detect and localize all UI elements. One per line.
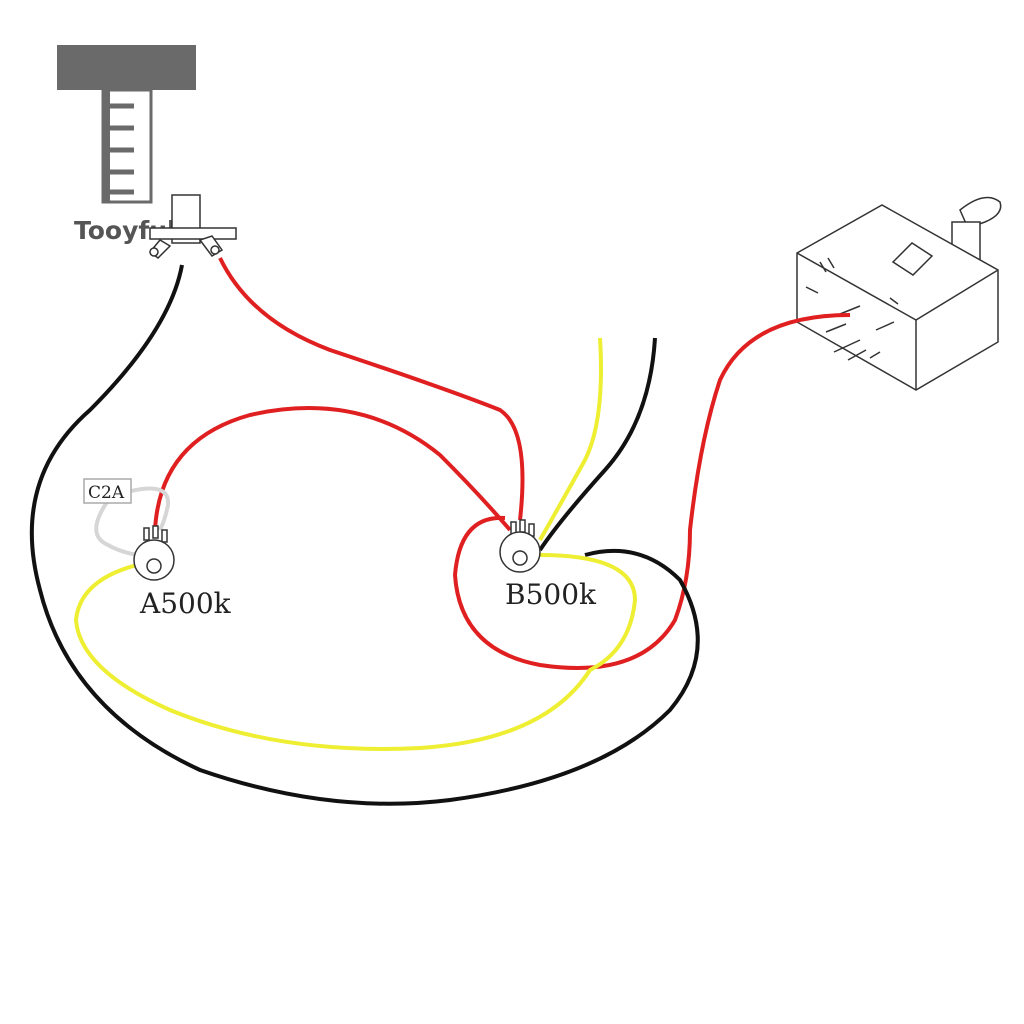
- potentiometer-icon: [499, 519, 541, 573]
- yellow-wire-tone-to-volume: [73, 553, 638, 751]
- capacitor-lead-left: [94, 500, 139, 557]
- red-wire-tone-to-switch: [452, 313, 851, 670]
- black-wire-lead: [538, 337, 657, 552]
- black-wire-ground: [29, 264, 700, 806]
- red-wire-jack-to-tone: [218, 257, 525, 521]
- yellow-wire-lead: [538, 337, 603, 541]
- capacitor-lead-right: [130, 486, 171, 531]
- volume-pot-label: A500k: [139, 587, 232, 620]
- output-jack-icon: [148, 194, 237, 259]
- potentiometer-icon: [133, 525, 175, 581]
- toggle-switch-icon: [796, 196, 1002, 391]
- tone-pot-label: B500k: [505, 578, 597, 611]
- capacitor-icon: [83, 478, 132, 504]
- red-wire-volume-to-tone: [153, 406, 512, 532]
- brand-logo-icon: [57, 45, 196, 204]
- capacitor-label: C2A: [88, 483, 125, 503]
